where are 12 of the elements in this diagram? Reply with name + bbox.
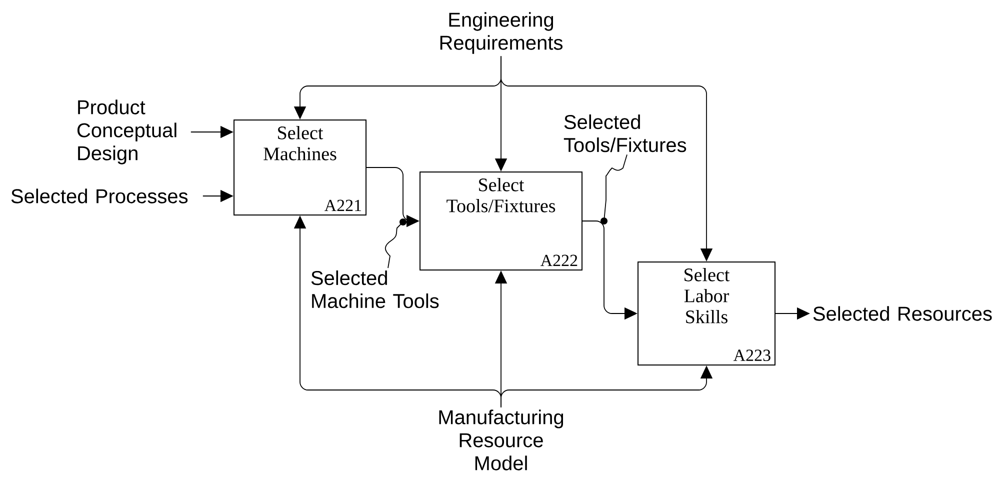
- leader-line: [600, 154, 628, 224]
- process-box: Select Tools/Fixtures A222: [420, 172, 582, 270]
- output-label: Selected Resources: [813, 306, 992, 321]
- leader-line: [384, 218, 406, 268]
- mechanism-label: Manufacturing Resource Model: [439, 410, 564, 470]
- control-label: Engineering Requirements: [440, 12, 562, 54]
- arrow-label: Selected Machine Tools: [311, 270, 439, 308]
- input-label: Selected Processes: [11, 188, 188, 204]
- arrow-label: Selected Tools/Fixtures: [564, 114, 686, 152]
- process-box: Select Machines A221: [234, 120, 366, 216]
- process-box: Select Labor Skills A223: [638, 262, 776, 366]
- input-label: Product Conceptual Design: [77, 100, 176, 164]
